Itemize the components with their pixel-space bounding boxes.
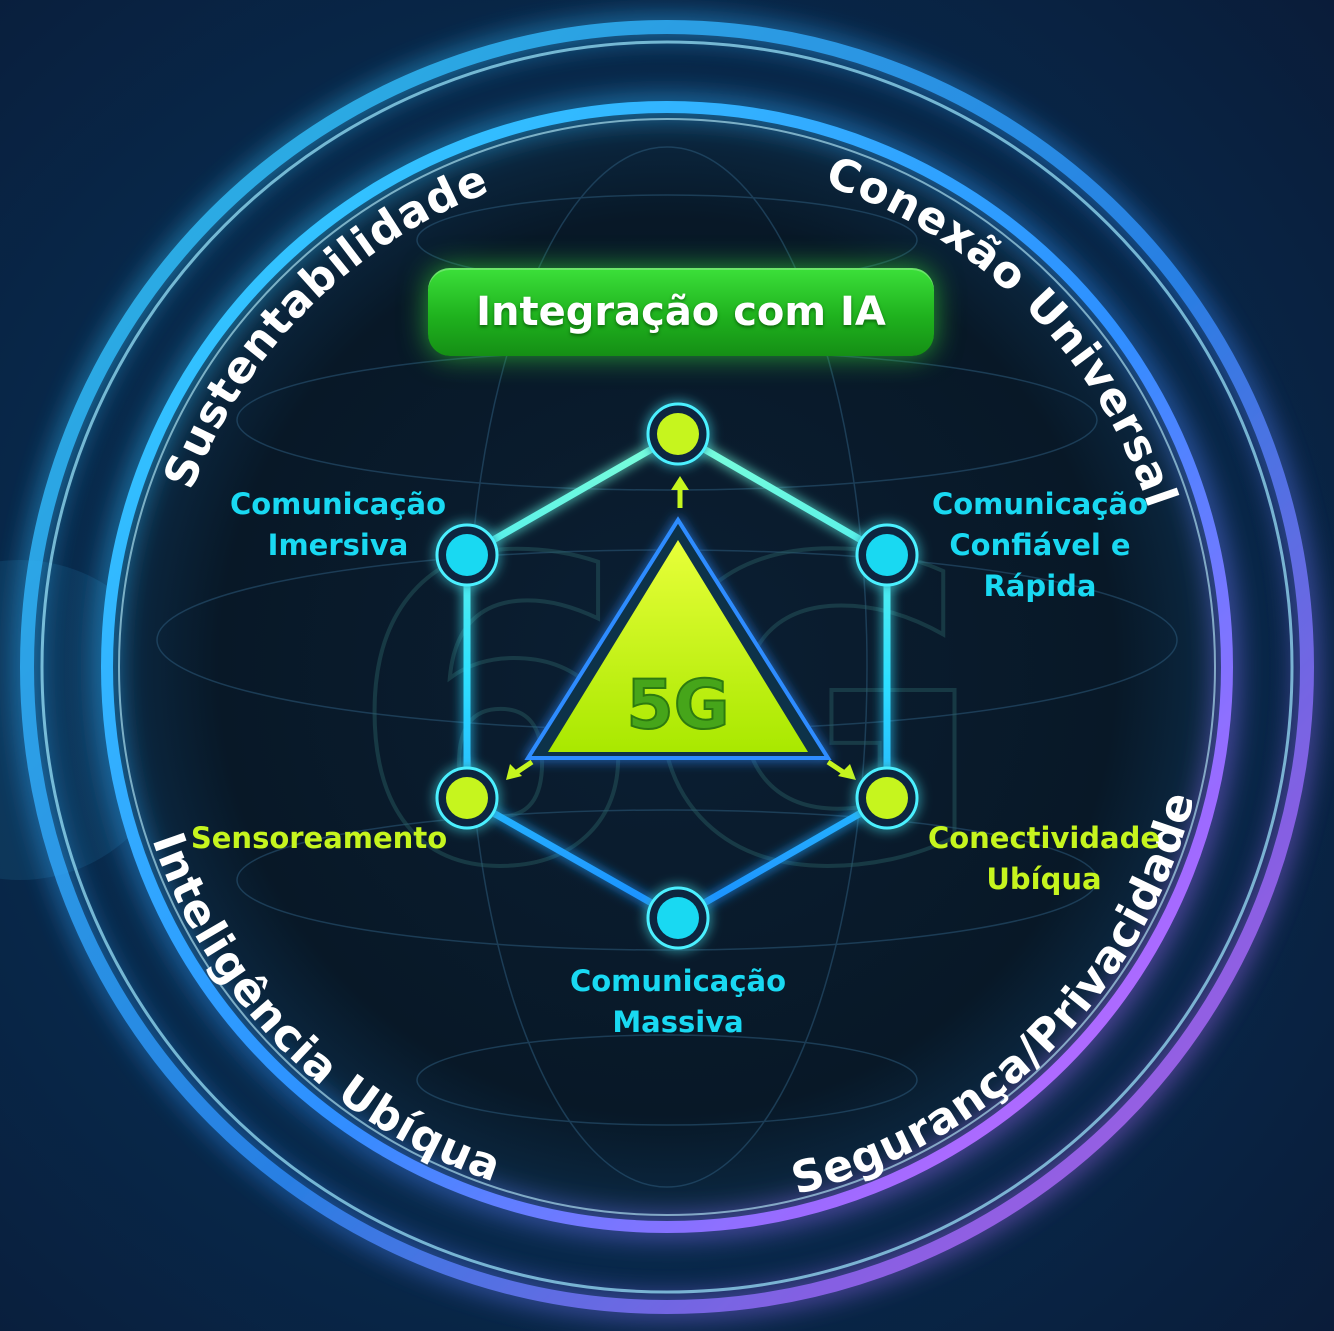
label-ubiquitous-line1: Conectividade [927,821,1161,855]
label-massive-line2: Massiva [612,1005,744,1039]
arrow-down-left-icon [506,759,534,780]
label-reliable-line2: Confiável e [949,528,1131,562]
label-immersive-line2: Imersiva [267,528,409,562]
ia-integration-label: Integração com IA [476,289,886,335]
node-ubiquitous [855,766,919,830]
label-massive-line1: Comunicação [569,964,787,998]
inner-ring-line [118,118,1216,1216]
node-top [646,402,710,466]
label-massive: Comunicação Massiva [560,961,796,1043]
label-ubiquitous-line2: Ubíqua [986,862,1102,896]
outer-ring-inner-line [40,40,1294,1294]
label-reliable: Comunicação Confiável e Rápida [922,484,1158,607]
arrow-down-right-icon [826,759,856,780]
label-sensing-line1: Sensoreamento [190,821,448,855]
outer-ring [20,20,1314,1314]
label-immersive-line1: Comunicação [229,487,447,521]
node-sensing [435,766,499,830]
inner-ring [101,101,1233,1233]
label-reliable-line3: Rápida [983,569,1097,603]
label-immersive: Comunicação Imersiva [222,484,454,566]
label-sensing: Sensoreamento [184,818,454,859]
label-ubiquitous: Conectividade Ubíqua [920,818,1168,900]
label-reliable-line1: Comunicação [931,487,1149,521]
node-reliable [855,523,919,587]
ia-integration-box: Integração com IA [428,268,934,356]
triangle-5g [548,540,808,752]
arrow-up-icon [671,476,689,508]
node-immersive [435,523,499,587]
center-5g-label: 5G [626,666,729,745]
node-massive [646,886,710,950]
